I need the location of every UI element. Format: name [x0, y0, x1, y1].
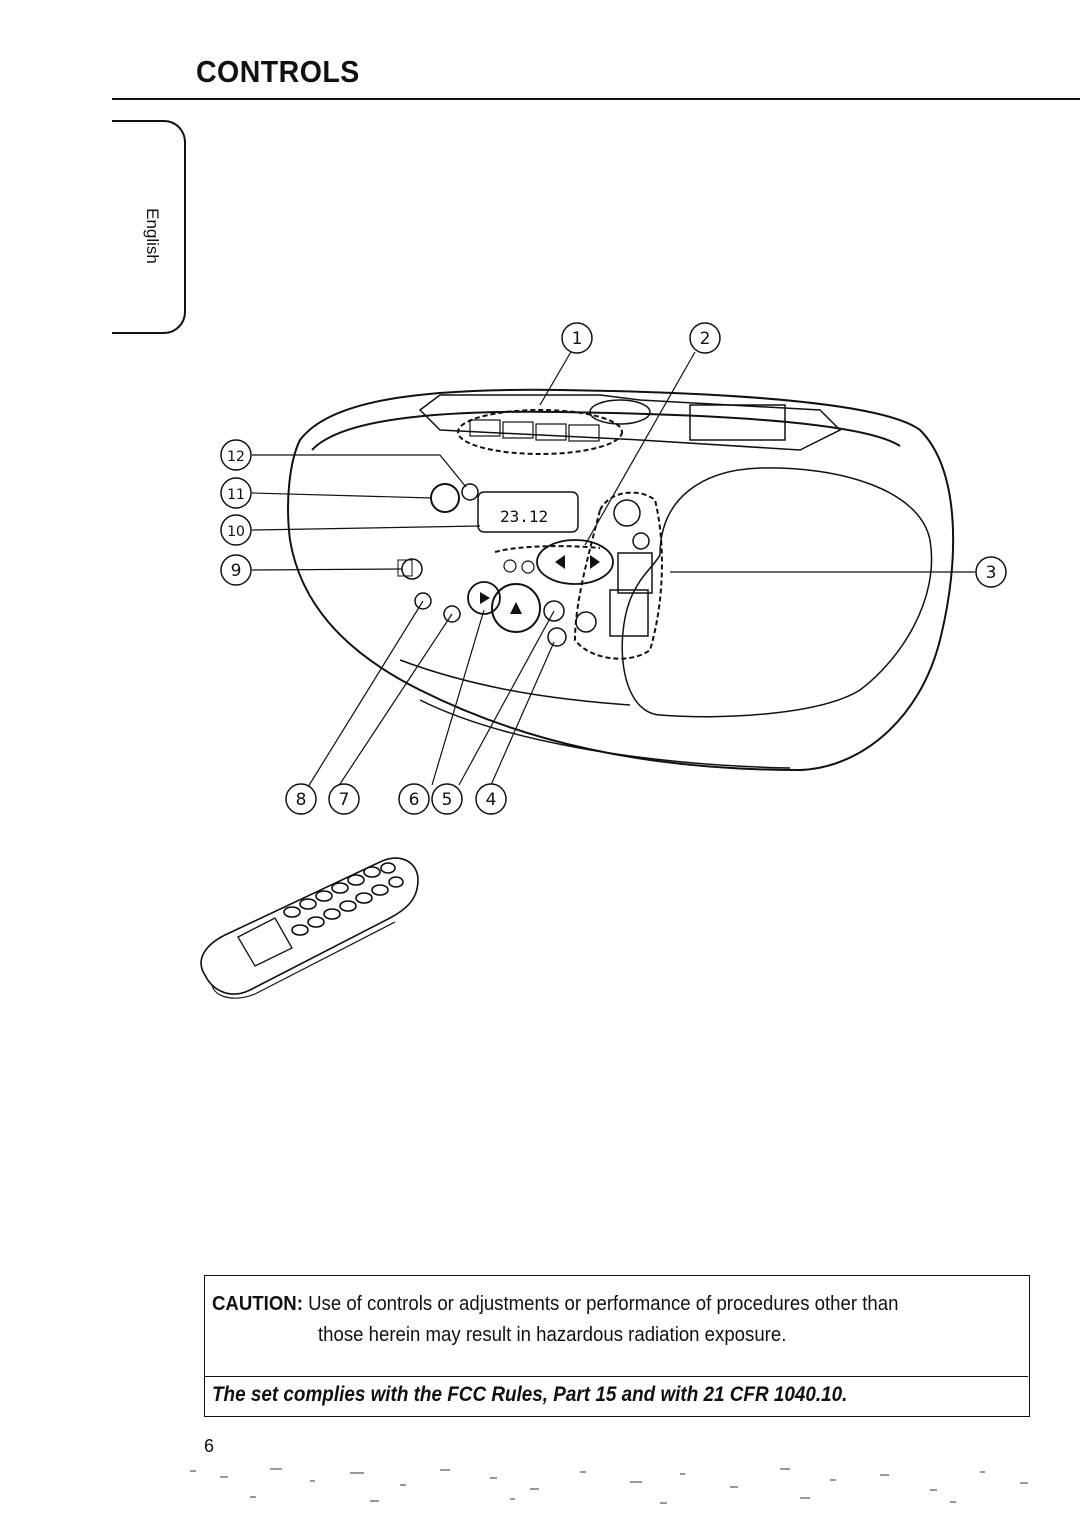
- caution-text-2: those herein may result in hazardous rad…: [318, 1324, 787, 1346]
- svg-text:23.12: 23.12: [500, 507, 548, 526]
- controls-diagram: 23.12: [200, 322, 1007, 999]
- callout-4: 4: [486, 790, 497, 810]
- callout-8: 8: [296, 790, 307, 810]
- remote-control-illustration: [200, 857, 419, 999]
- fcc-notice-box: [204, 1376, 1028, 1416]
- callout-leaders: [251, 349, 975, 788]
- boombox-illustration: 23.12: [287, 388, 955, 772]
- callout-7: 7: [339, 790, 350, 810]
- caution-text-1: Use of controls or adjustments or perfor…: [308, 1293, 899, 1315]
- callout-6: 6: [409, 790, 420, 810]
- callout-12: 12: [227, 449, 245, 465]
- callout-10: 10: [227, 524, 245, 540]
- callout-11: 11: [227, 487, 245, 503]
- callout-3: 3: [986, 563, 997, 583]
- page-number: 6: [204, 1436, 215, 1456]
- caution-label: CAUTION:: [212, 1293, 303, 1315]
- language-tab: [112, 120, 186, 334]
- callout-2: 2: [700, 329, 711, 349]
- caution-first-line: CAUTION: Use of controls or adjustments …: [212, 1293, 965, 1316]
- callout-1: 1: [572, 329, 583, 349]
- fcc-compliance-text: The set complies with the FCC Rules, Par…: [212, 1383, 848, 1406]
- page-title: CONTROLS: [196, 54, 360, 89]
- scan-noise-decoration: [190, 1468, 1028, 1504]
- title-divider: [112, 98, 1080, 100]
- callout-markers: [220, 322, 1007, 815]
- caution-notice-box: [204, 1275, 1030, 1417]
- callout-5: 5: [442, 790, 453, 810]
- callout-9: 9: [231, 561, 242, 581]
